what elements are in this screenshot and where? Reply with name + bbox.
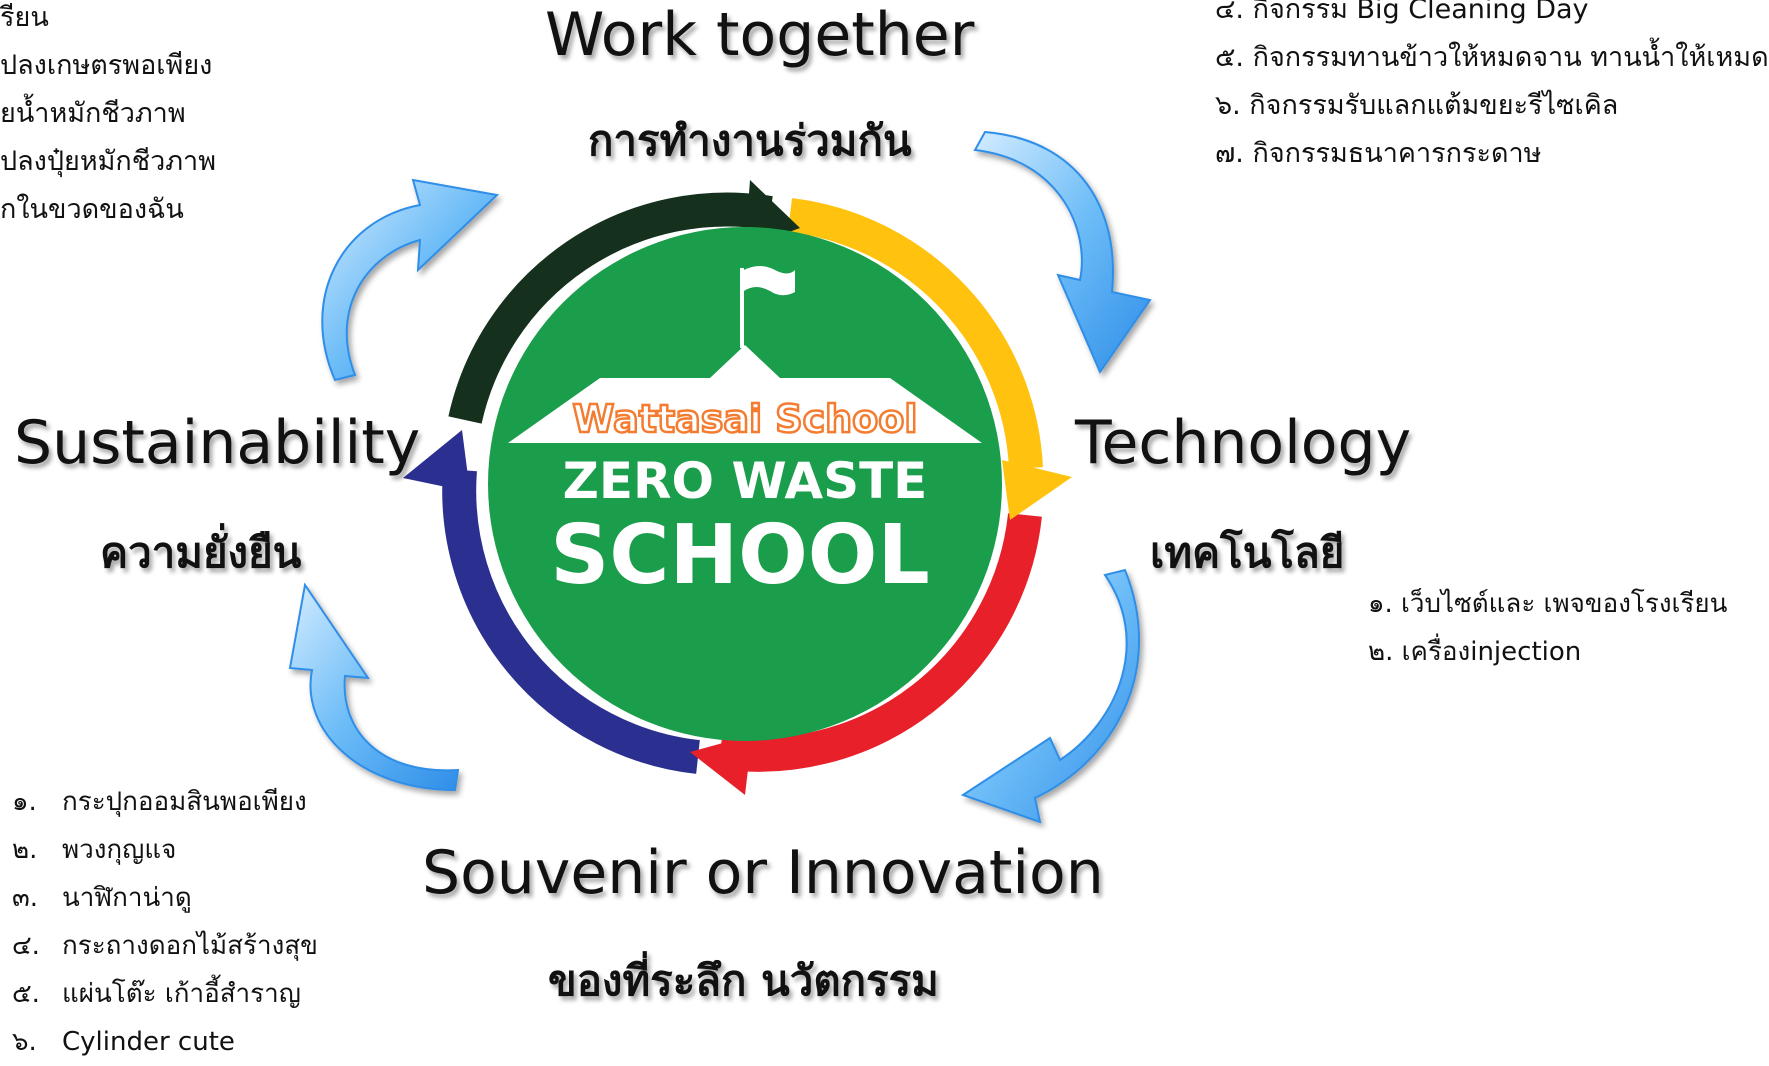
list-number: ๑. [12, 787, 37, 817]
list-item: ๖. กิจกรรมรับแลกแต้มขยะรีไซเคิล [1215, 90, 1619, 121]
list-item: รียน [0, 2, 49, 33]
sustainability-thai-heading: ความยั่งยืน [100, 528, 302, 577]
list-item: ๓. นาฬิกาน่าดู [12, 874, 318, 922]
flag-icon [744, 266, 795, 296]
list-item: ๖. Cylinder cute [12, 1018, 318, 1066]
list-item: ๑. เว็บไซต์และ เพจของโรงเรียน [1368, 589, 1728, 619]
list-item: ๗. กิจกรรมธนาคารกระดาษ [1215, 138, 1542, 169]
list-item: ๔. กระถางดอกไม้สร้างสุข [12, 922, 318, 970]
souvenir-list: ๑. กระปุกออมสินพอเพียง ๒. พวงกุญแจ ๓. นาฬิก… [12, 778, 318, 1066]
list-text: แผ่นโต๊ะ เก้าอี้สำราญ [62, 979, 301, 1009]
list-text: กระปุกออมสินพอเพียง [62, 787, 307, 817]
curved-arrow-icon [321, 178, 500, 382]
school-title: SCHOOL [550, 508, 930, 603]
list-item: ปลงเกษตรพอเพียง [0, 50, 213, 81]
list-item: ๑. กระปุกออมสินพอเพียง [12, 778, 318, 826]
list-item: ๔. กิจกรรม Big Cleaning Day [1215, 0, 1589, 25]
souvenir-heading: Souvenir or Innovation [422, 838, 1104, 908]
ring-arrowhead-navy-icon [403, 430, 470, 492]
ring-segment-red [717, 513, 1042, 772]
list-number: ๔. [12, 931, 40, 961]
zero-waste-title: ZERO WASTE [563, 452, 928, 510]
list-number: ๒. [12, 835, 38, 865]
curved-arrow-icon [288, 582, 460, 792]
list-number: ๕. [12, 979, 40, 1009]
school-name-label: Wattasai School [573, 397, 918, 441]
list-text: กระถางดอกไม้สร้างสุข [62, 931, 318, 961]
ring-arrowhead-yellow-icon [1002, 460, 1072, 520]
ring-segment-navy [442, 468, 700, 774]
work-together-heading: Work together [545, 0, 975, 70]
center-disc [488, 227, 1002, 741]
ring-segment-dark-green [448, 192, 773, 424]
list-text: Cylinder cute [62, 1027, 235, 1057]
list-text: นาฬิกาน่าดู [62, 883, 192, 913]
ring-segment-yellow [787, 198, 1043, 469]
list-item: ๕. แผ่นโต๊ะ เก้าอี้สำราญ [12, 970, 318, 1018]
list-item: ยน้ำหมักชีวภาพ [0, 98, 186, 129]
list-number: ๖. [12, 1027, 37, 1057]
work-together-thai-heading: การทำงานร่วมกัน [588, 116, 912, 165]
work-together-list-right: ๔. กิจกรรม Big Cleaning Day ๕. กิจกรรมทา… [1215, 0, 1769, 178]
list-text: พวงกุญแจ [62, 835, 177, 865]
list-item: กในขวดของฉัน [0, 194, 184, 225]
list-item: ปลงปุ๋ยหมักชีวภาพ [0, 146, 217, 177]
list-number: ๓. [12, 883, 39, 913]
cycle-ring [442, 192, 1043, 774]
technology-thai-heading: เทคโนโลยี [1150, 528, 1345, 577]
technology-heading: Technology [1075, 408, 1412, 478]
work-together-list-left: รียน ปลงเกษตรพอเพียง ยน้ำหมักชีวภาพ ปลงป… [0, 0, 216, 234]
curved-arrow-icon [973, 130, 1152, 375]
list-item: ๒. เครื่องinjection [1368, 637, 1582, 667]
school-roof [508, 345, 982, 443]
cycle-arrows [288, 130, 1152, 824]
ring-arrowhead-red-icon [690, 735, 752, 795]
list-item: ๒. พวงกุญแจ [12, 826, 318, 874]
curved-arrow-icon [960, 568, 1140, 824]
list-item: ๕. กิจกรรมทานข้าวให้หมดจาน ทานน้ำให้เหมด [1215, 42, 1769, 73]
technology-list: ๑. เว็บไซต์และ เพจของโรงเรียน ๒. เครื่อง… [1368, 580, 1727, 676]
souvenir-thai-heading: ของที่ระลึก นวัตกรรม [548, 956, 939, 1005]
sustainability-heading: Sustainability [14, 408, 421, 478]
